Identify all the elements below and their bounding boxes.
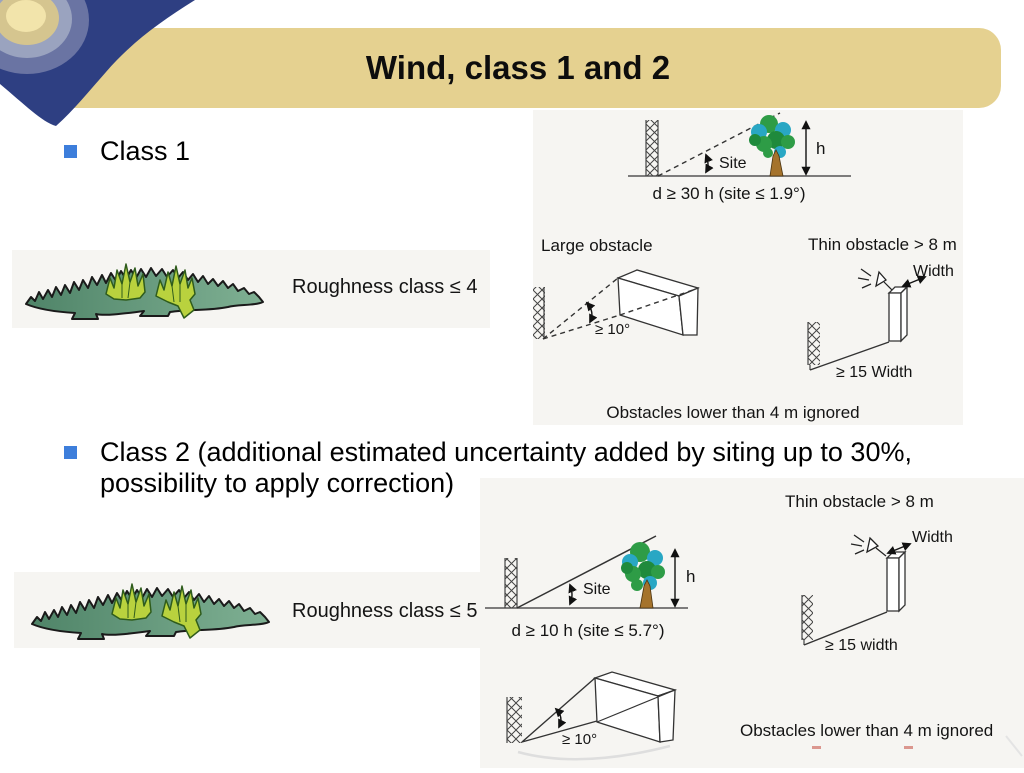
lattice-mast-icon (506, 697, 522, 743)
distance-line (809, 341, 890, 371)
site-angle-arrow-icon (704, 153, 714, 174)
site-distance-caption: d ≥ 30 h (site ≤ 1.9°) (652, 184, 805, 203)
swirl-rings (0, 0, 195, 126)
lattice-mast-icon (530, 287, 545, 339)
grass-illustration (25, 263, 264, 320)
height-label: h (686, 567, 695, 586)
lattice-mast-icon (645, 120, 659, 176)
width-arrow-icon (901, 275, 927, 288)
site-label: Site (583, 581, 611, 598)
height-label: h (816, 139, 825, 158)
sight-lines (542, 277, 697, 340)
bush-icon (155, 265, 196, 319)
bullet-square-icon (64, 446, 77, 459)
site-distance-caption: d ≥ 10 h (site ≤ 5.7°) (511, 621, 664, 640)
large-obstacle-angle: ≥ 10° (562, 731, 597, 748)
class1-siting-diagram: Site h d ≥ 30 h (site ≤ 1.9°) Large obst… (530, 110, 963, 425)
distance-line (803, 611, 888, 646)
lattice-mast-icon (801, 595, 813, 645)
page-title: Wind, class 1 and 2 (365, 49, 671, 86)
corner-swirl-decoration (0, 0, 195, 126)
angle-arrow-icon (585, 301, 598, 324)
roughness-class-label: Roughness class ≤ 4 (292, 276, 478, 298)
class2-siting-diagram: Thin obstacle > 8 m Width ≥ 15 width (480, 478, 1024, 768)
width-arrow-icon (886, 542, 912, 555)
thin-distance-label: ≥ 15 width (825, 637, 898, 654)
class2-diagram-svg: Thin obstacle > 8 m Width ≥ 15 width (485, 492, 1023, 761)
bullet-class1: Class 1 (64, 136, 484, 167)
thin-column-icon (885, 550, 907, 613)
bullet-class2-line1: Class 2 (additional estimated uncertaint… (100, 437, 912, 467)
large-obstacle-title: Large obstacle (541, 236, 653, 255)
decorative-arc (1005, 735, 1023, 757)
watermark-remnant (812, 746, 821, 749)
roughness-class-label: Roughness class ≤ 5 (292, 600, 478, 622)
bullet-class1-label: Class 1 (100, 136, 191, 166)
bullet-class2: Class 2 (additional estimated uncertaint… (64, 437, 984, 500)
class2-roughness-figure: Roughness class ≤ 5 (14, 572, 488, 648)
box-obstacle-icon (592, 671, 678, 743)
class1-roughness-figure: Roughness class ≤ 4 (12, 250, 490, 328)
width-label: Width (913, 263, 954, 280)
lattice-mast-icon (504, 558, 518, 608)
bush-icon (111, 583, 152, 621)
decorative-arc (517, 744, 671, 761)
box-obstacle-icon (616, 269, 700, 336)
bullet-class2-line2: possibility to apply correction) (100, 468, 455, 499)
thin-obstacle-title: Thin obstacle > 8 m (808, 235, 957, 254)
thin-column-icon (887, 285, 909, 343)
obstacles-note: Obstacles lower than 4 m ignored (606, 403, 859, 422)
bullet-class2-label: Class 2 (additional estimated uncertaint… (100, 437, 912, 500)
tree-icon (621, 542, 665, 609)
class1-diagram-svg: Site h d ≥ 30 h (site ≤ 1.9°) Large obst… (530, 112, 957, 422)
obstacles-note: Obstacles lower than 4 m ignored (740, 721, 993, 740)
site-label: Site (719, 155, 747, 172)
bush-icon (105, 263, 146, 301)
grass-illustration (31, 583, 270, 640)
sight-line (657, 112, 781, 177)
angle-arrow-icon (554, 707, 567, 729)
lamp-icon (850, 534, 887, 557)
site-angle-arrow-icon (568, 583, 578, 606)
watermark-remnant (904, 746, 913, 749)
tree-icon (749, 115, 795, 177)
bush-icon (161, 585, 202, 639)
large-obstacle-angle: ≥ 10° (595, 321, 630, 338)
width-label: Width (912, 529, 953, 546)
lattice-mast-icon (807, 322, 820, 370)
bullet-square-icon (64, 145, 77, 158)
thin-obstacle-title: Thin obstacle > 8 m (785, 492, 934, 511)
title-bar: Wind, class 1 and 2 (35, 28, 1001, 108)
thin-distance-label: ≥ 15 Width (836, 364, 912, 381)
lamp-icon (857, 268, 893, 291)
